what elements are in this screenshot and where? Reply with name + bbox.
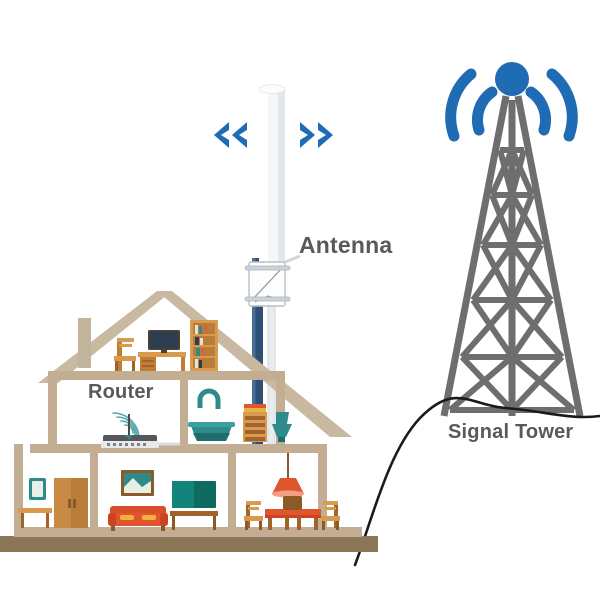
folded-towel <box>244 408 266 412</box>
antenna <box>214 84 333 453</box>
faucet-neck <box>197 388 221 409</box>
attic-bookshelf <box>190 320 218 371</box>
antenna-mast-highlight <box>252 258 256 450</box>
antenna-signal-chevrons-right <box>300 122 333 148</box>
house-base-slab <box>0 536 378 552</box>
signal-tower <box>440 62 584 417</box>
antenna-radome <box>258 84 286 263</box>
attic-furniture <box>114 320 218 371</box>
wall-picture-frame <box>29 478 46 500</box>
chimney <box>78 318 91 368</box>
side-table <box>18 508 52 528</box>
living-room-furniture <box>108 470 218 531</box>
television <box>172 481 216 508</box>
bathroom-fixtures <box>188 388 292 442</box>
attic-desk <box>138 352 186 371</box>
antenna-mount-bracket <box>244 254 301 307</box>
folded-towel <box>244 404 266 408</box>
antenna-signal-chevrons-left <box>214 122 247 148</box>
sink-water <box>193 433 230 441</box>
sink-rim <box>188 422 235 427</box>
bedroom-furniture <box>18 478 88 528</box>
router <box>101 412 180 448</box>
router-label: Router <box>88 381 154 403</box>
house <box>0 291 378 552</box>
bathroom-cabinet <box>243 404 267 442</box>
toilet <box>272 412 292 442</box>
pendant-lamp <box>272 478 304 498</box>
tower-signal-arcs-right <box>525 68 578 142</box>
antenna-mast <box>252 258 263 450</box>
dining-room-furniture <box>244 453 340 530</box>
dining-chair-right <box>321 501 340 530</box>
attic-chair <box>114 338 136 371</box>
dining-table <box>265 509 321 530</box>
router-indicator <box>125 435 133 440</box>
house-structure <box>0 371 378 552</box>
dining-chair-middle <box>283 496 302 530</box>
attic-monitor <box>148 330 180 353</box>
dining-chair-left <box>244 501 263 530</box>
tower-beacon-icon <box>495 62 529 96</box>
sofa <box>108 506 168 531</box>
tower-lattice <box>440 95 584 417</box>
signal-tower-label: Signal Tower <box>448 421 574 443</box>
router-wifi-arcs <box>112 412 140 440</box>
tower-signal-arcs-left <box>445 68 498 142</box>
antenna-label: Antenna <box>299 232 393 258</box>
router-leds <box>107 443 146 446</box>
tv-table <box>170 511 218 530</box>
router-body-base <box>101 441 159 448</box>
ground-line <box>353 396 600 567</box>
wall-picture <box>121 470 154 496</box>
wardrobe <box>54 478 88 528</box>
